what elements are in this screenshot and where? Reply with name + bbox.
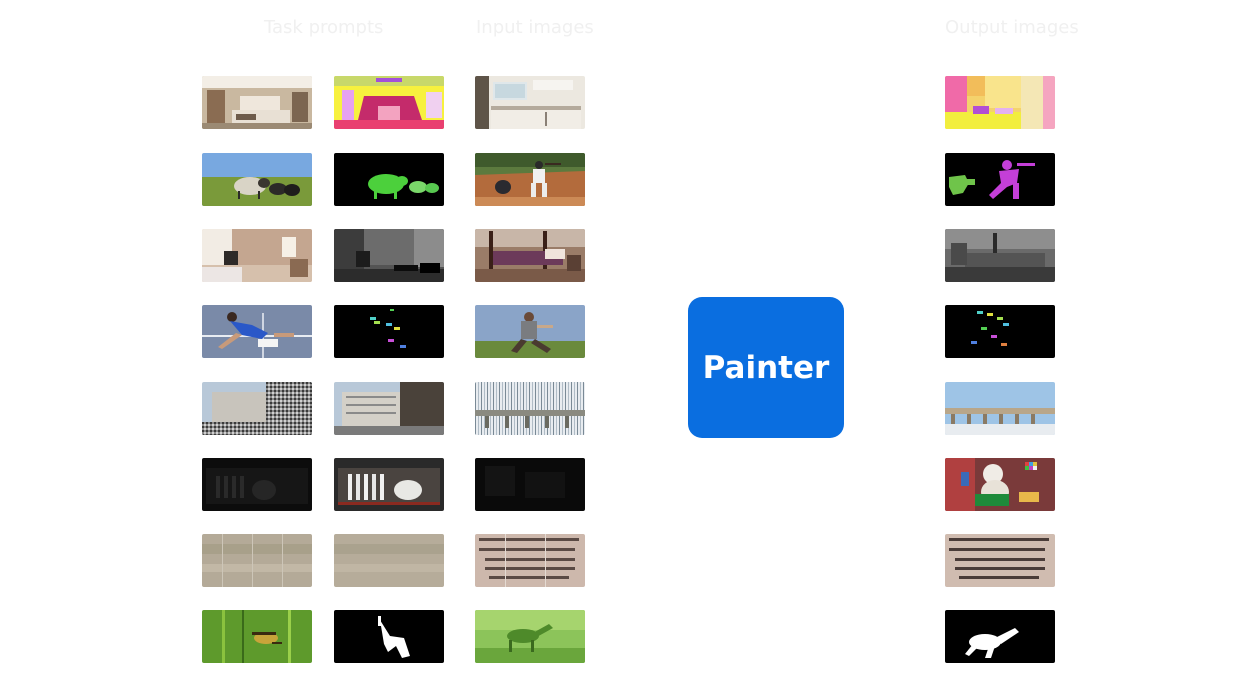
input-image-green-grasshopper [475, 610, 585, 663]
prompt-target-segmentation-map [334, 76, 444, 129]
output-image-segmentation-map [945, 76, 1055, 129]
output-image-depth-map [945, 229, 1055, 282]
input-image-bedroom-bed [475, 229, 585, 282]
prompt-image-grasshopper [202, 610, 312, 663]
prompt-image-tennis [202, 305, 312, 358]
prompt-image-rainy-texture [202, 534, 312, 587]
input-image-baseball [475, 153, 585, 206]
output-image-person-masks [945, 153, 1055, 206]
prompt-image-bedroom [202, 76, 312, 129]
prompt-image-sheep [202, 153, 312, 206]
header-task-prompts: Task prompts [264, 17, 384, 38]
prompt-image-dark-dishes [202, 458, 312, 511]
output-image-keypoint-heatmap [945, 305, 1055, 358]
header-input-images: Input images [476, 17, 594, 38]
prompt-target-grasshopper-mask [334, 610, 444, 663]
painter-label: Painter [702, 349, 830, 386]
input-image-noisy-bridge [475, 382, 585, 435]
prompt-target-clean-texture [334, 534, 444, 587]
prompt-target-bright-dishes [334, 458, 444, 511]
input-image-dark-scene [475, 458, 585, 511]
output-image-clean-bridge [945, 382, 1055, 435]
prompt-image-noisy-building [202, 382, 312, 435]
prompt-image-bedroom-2 [202, 229, 312, 282]
header-output-images: Output images [945, 17, 1079, 38]
prompt-target-clean-building [334, 382, 444, 435]
prompt-target-keypoint-heatmap [334, 305, 444, 358]
prompt-target-depth-map [334, 229, 444, 282]
painter-model-box: Painter [688, 297, 844, 438]
output-image-clean-text [945, 534, 1055, 587]
input-image-rainy-text [475, 534, 585, 587]
output-image-grasshopper-mask [945, 610, 1055, 663]
input-image-kitchen [475, 76, 585, 129]
prompt-target-animal-masks [334, 153, 444, 206]
output-image-bright-toys [945, 458, 1055, 511]
input-image-person-outdoors [475, 305, 585, 358]
